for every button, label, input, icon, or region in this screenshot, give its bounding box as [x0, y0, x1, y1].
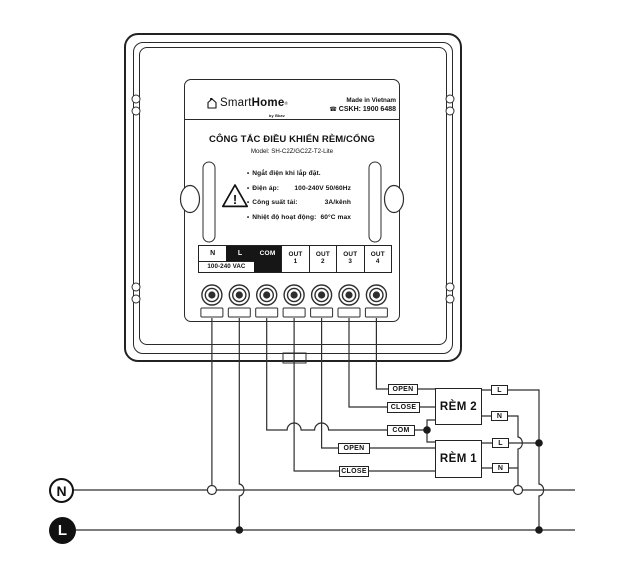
bullet-icon: • — [247, 214, 250, 221]
label-com: COM — [387, 424, 415, 436]
hotline-text: CSKH: 1900 6488 — [338, 106, 396, 113]
brand-smart: Smart — [220, 97, 252, 109]
junction-dot — [235, 526, 244, 534]
curtain-motor-2: RÈM 2 — [435, 388, 482, 425]
registered-mark: ® — [284, 101, 288, 106]
brand-byline: by Bkav — [269, 114, 285, 118]
junction-dot — [423, 426, 431, 434]
warning-label: Công suất tải: — [252, 199, 298, 207]
out-text: OUT — [315, 251, 330, 259]
product-title: CÔNG TẮC ĐIỀU KHIỂN RÈM/CỔNG — [209, 134, 375, 145]
made-in-label: Made in Vietnam — [346, 97, 396, 104]
terminal-strip: N L 100-240 VAC COM OUT 1 OUT 2 OUT 3 OU… — [198, 245, 392, 273]
out-number: 4 — [375, 258, 380, 265]
label-open-rem1: OPEN — [338, 442, 370, 454]
terminal-label-com: COM — [253, 246, 282, 272]
warning-value: 3A/kênh — [324, 199, 351, 207]
junction-dot — [535, 439, 543, 447]
terminal-label-n: N — [210, 249, 216, 257]
terminal-label-out3: OUT 3 — [336, 246, 363, 272]
warning-list: • Ngắt điện khi lắp đặt. • Điện áp: 100-… — [247, 167, 351, 225]
bullet-icon: • — [247, 185, 250, 192]
smarthome-logo: SmartHome® by Bkav — [206, 97, 288, 118]
label-l-rem1: L — [492, 438, 509, 448]
terminal-label-out1: OUT 1 — [281, 246, 308, 272]
hotline-label: ☎ CSKH: 1900 6488 — [329, 105, 396, 115]
product-model: Model: SH-C2Z/GC2Z-T2-Lite — [250, 148, 334, 155]
label-close-rem1: CLOSE — [339, 465, 369, 477]
out-number: 2 — [321, 258, 325, 265]
warning-mark: ! — [233, 192, 237, 207]
com-branch-bracket — [426, 419, 435, 443]
warning-label: Ngắt điện khi lắp đặt. — [252, 170, 321, 177]
label-open-rem2: OPEN — [388, 383, 418, 395]
warning-item: • Nhiệt độ hoạt động: 60°C max — [247, 211, 351, 226]
wire-rem2-n — [482, 415, 523, 490]
warning-item: • Điện áp: 100-240V 50/60Hz — [247, 182, 351, 197]
label-n-rem2: N — [491, 411, 508, 421]
out-number: 3 — [348, 258, 353, 265]
brand-text: SmartHome® — [220, 97, 288, 110]
warning-item: • Ngắt điện khi lắp đặt. — [247, 167, 351, 182]
supply-line: L — [49, 517, 76, 544]
bullet-icon: • — [247, 200, 250, 207]
out-number: 1 — [293, 258, 298, 265]
terminal-label-vac: 100-240 VAC — [199, 260, 254, 273]
junction-dot — [535, 526, 543, 534]
junction-terminal-open — [206, 484, 217, 496]
warning-value: 100-240V 50/60Hz — [294, 184, 351, 192]
warning-label: Nhiệt độ hoạt động: — [252, 213, 317, 221]
brand-row: SmartHome® by Bkav Made in Vietnam ☎ CSK… — [198, 93, 400, 119]
terminal-label-out2: OUT 2 — [308, 246, 336, 272]
terminal-label-out4: OUT 4 — [363, 246, 392, 272]
home-icon — [206, 97, 218, 115]
warning-icon: ! — [221, 183, 249, 214]
out-text: OUT — [343, 251, 358, 259]
brand-home: Home — [251, 97, 285, 109]
panel-divider — [184, 119, 400, 120]
origin-block: Made in Vietnam ☎ CSKH: 1900 6488 — [329, 97, 396, 115]
supply-neutral: N — [49, 478, 74, 503]
out-text: OUT — [370, 251, 385, 259]
warning-item: • Công suất tải: 3A/kênh — [247, 196, 351, 211]
terminal-label-l: L — [226, 246, 254, 261]
junction-terminal-open — [512, 484, 524, 496]
phone-icon: ☎ — [329, 107, 337, 113]
out-text: OUT — [288, 251, 303, 259]
label-n-rem1: N — [492, 463, 509, 473]
warning-value: 60°C max — [320, 213, 351, 221]
bullet-icon: • — [247, 171, 250, 177]
label-l-rem2: L — [491, 385, 508, 395]
warning-label: Điện áp: — [252, 184, 280, 192]
curtain-motor-1: RÈM 1 — [435, 440, 482, 478]
label-close-rem2: CLOSE — [387, 401, 420, 413]
